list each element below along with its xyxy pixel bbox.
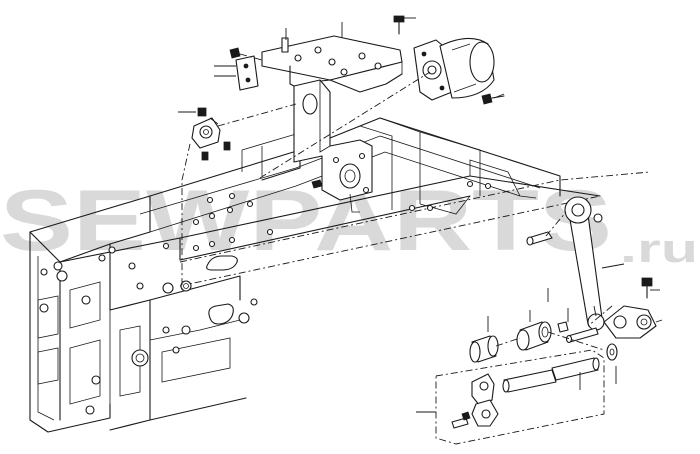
top-screws-and-clamps xyxy=(181,15,505,290)
watermark-brand: SEWPARTS xyxy=(0,173,612,269)
stepper-motor xyxy=(259,37,495,179)
bushings-and-pins xyxy=(469,321,618,363)
machine-bed-frame xyxy=(29,117,651,433)
watermark-suffix: .ru xyxy=(620,227,698,271)
motor-bracket-housing xyxy=(293,79,373,213)
shaft-subassembly xyxy=(435,349,605,445)
top-mounting-plate xyxy=(261,35,403,93)
crank-link-assembly xyxy=(526,196,657,339)
callout-leaders xyxy=(178,22,663,413)
